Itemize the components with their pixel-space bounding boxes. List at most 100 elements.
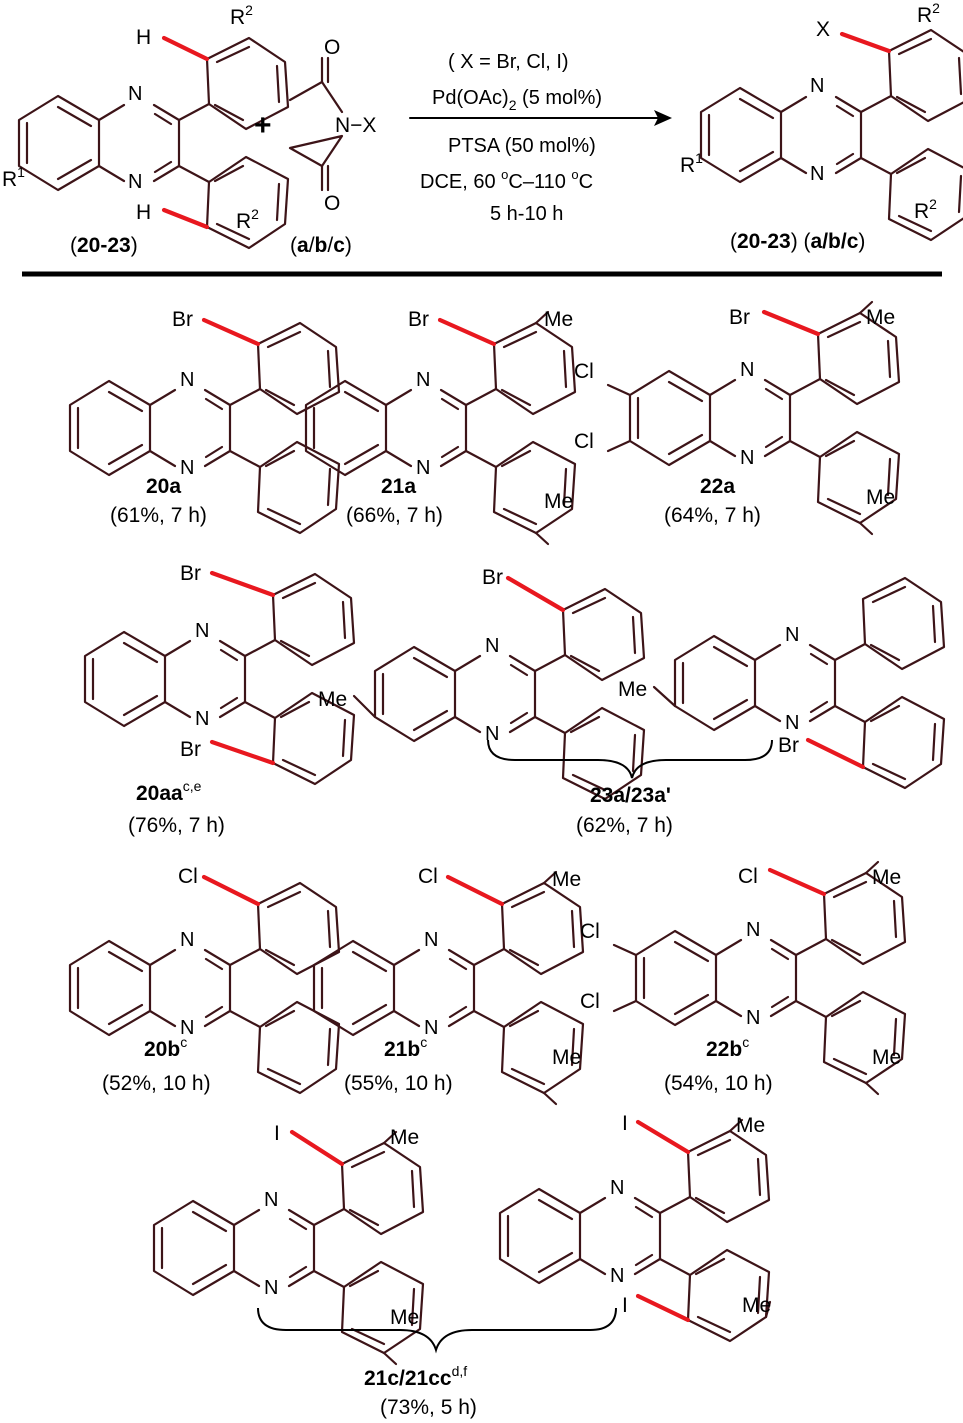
br-atom: Br (729, 306, 750, 329)
n-atom: N (180, 457, 194, 479)
n-atom: N (416, 369, 430, 391)
n-atom: N (195, 708, 209, 730)
n-atom: N (424, 1017, 438, 1039)
n-atom: N (180, 369, 194, 391)
product-label: (20-23) (a/b/c) (730, 230, 865, 253)
iodine-atom: I (622, 1112, 628, 1135)
reagent-label: (a/b/c) (290, 234, 352, 257)
o-atom: O (324, 36, 340, 59)
br-atom: Br (778, 734, 799, 757)
n-atom: N (746, 1007, 760, 1029)
methyl-group: Me (618, 678, 647, 701)
br-atom: Br (408, 308, 429, 331)
compound-23a-prime: Br Me N N (618, 576, 946, 790)
product-haloquinoxaline: X N N R2 R2 R1 (20-23) (a/b/c) (680, 0, 963, 253)
n-atom: N (785, 624, 799, 646)
yield-text: (76%, 7 h) (128, 814, 225, 837)
compound-label: 21a (381, 475, 416, 498)
n-atom: N (740, 359, 754, 381)
r2-label-top: R2 (230, 2, 253, 29)
cl-atom: Cl (738, 865, 758, 888)
h-atom-bottom: H (136, 201, 151, 224)
cl-atom: Cl (580, 920, 600, 943)
compound-label: 20aac,e (136, 778, 202, 805)
methyl-group: Me (544, 490, 573, 513)
n-atom: N (128, 171, 142, 193)
n-atom: N (195, 620, 209, 642)
br-atom: Br (482, 566, 503, 589)
compound-label: 21bc (384, 1034, 427, 1061)
reagent-n-halosuccinimide: O O N−X (a/b/c) (288, 36, 376, 257)
yield-text: (73%, 5 h) (380, 1396, 477, 1419)
condition-solvent-temp: DCE, 60 oC–110 oC (420, 167, 593, 193)
nx-group: N−X (335, 114, 376, 137)
compound-23a: Br Me N N (318, 566, 646, 801)
cl-atom: Cl (574, 430, 594, 453)
r2-label-top: R2 (917, 0, 940, 27)
n-atom: N (746, 919, 760, 941)
n-atom: N (180, 1017, 194, 1039)
compound-21c: I Me Me N N (152, 1122, 425, 1366)
yield-text: (61%, 7 h) (110, 504, 207, 527)
n-atom: N (610, 1265, 624, 1287)
br-atom: Br (180, 562, 201, 585)
methyl-group: Me (742, 1294, 771, 1317)
compound-label: 22a (700, 475, 735, 498)
compound-label: 22bc (706, 1034, 749, 1061)
n-atom: N (180, 929, 194, 951)
methyl-group: Me (390, 1306, 419, 1329)
yield-text: (55%, 10 h) (344, 1072, 453, 1095)
compound-20a: Br N N 20a (61%, 7 h) (68, 308, 341, 535)
iodine-atom: I (622, 1294, 628, 1317)
methyl-group: Me (552, 868, 581, 891)
r1-label: R1 (2, 164, 25, 191)
yield-text: (52%, 10 h) (102, 1072, 211, 1095)
condition-catalyst: Pd(OAc)2 (5 mol%) (432, 87, 602, 113)
br-atom: Br (172, 308, 193, 331)
methyl-group: Me (390, 1126, 419, 1149)
compound-label: 23a/23a' (590, 784, 671, 807)
methyl-group: Me (544, 308, 573, 331)
compound-21b: Cl Me Me N N 21bc (55%, 10 h) (312, 865, 585, 1106)
methyl-group: Me (866, 306, 895, 329)
compound-label: 20bc (144, 1034, 187, 1061)
compound-21cc: I I Me Me N N (498, 1112, 771, 1343)
n-atom: N (485, 635, 499, 657)
cl-atom: Cl (574, 360, 594, 383)
reaction-conditions: ( X = Br, Cl, I) Pd(OAc)2 (5 mol%) PTSA … (409, 51, 672, 225)
n-atom: N (264, 1189, 278, 1211)
reactant-label: (20-23) (70, 234, 138, 257)
o-atom: O (324, 192, 340, 215)
r1-label: R1 (680, 150, 703, 177)
yield-text: (64%, 7 h) (664, 504, 761, 527)
n-atom: N (810, 163, 824, 185)
yield-text: (62%, 7 h) (576, 814, 673, 837)
n-atom: N (264, 1277, 278, 1299)
condition-x: ( X = Br, Cl, I) (448, 51, 569, 73)
plus-sign: + (254, 109, 272, 142)
compound-22b: Cl Me Me Cl Cl N N 22bc (54%, 10 h) (580, 860, 907, 1096)
n-atom: N (424, 929, 438, 951)
n-atom: N (810, 75, 824, 97)
methyl-group: Me (552, 1046, 581, 1069)
br-atom: Br (180, 738, 201, 761)
compound-22a: Br Me Me Cl Cl N N 22a (64%, 7 h) (574, 300, 901, 536)
yield-text: (54%, 10 h) (664, 1072, 773, 1095)
reactant-diarylquinoxaline: H H N N R2 R2 R1 (20-23) (2, 2, 290, 257)
compound-label: 21c/21ccd,f (364, 1363, 467, 1390)
n-atom: N (785, 712, 799, 734)
h-atom-top: H (136, 26, 151, 49)
compound-20aa: Br Br N N 20aac,e (76%, 7 h) (83, 562, 356, 837)
compound-20b: Cl N N 20bc (52%, 10 h) (68, 865, 341, 1095)
n-atom: N (128, 83, 142, 105)
n-atom: N (740, 447, 754, 469)
iodine-atom: I (274, 1122, 280, 1145)
cl-atom: Cl (418, 865, 438, 888)
grouping-brace (257, 1307, 617, 1354)
cl-atom: Cl (178, 865, 198, 888)
compound-label: 20a (146, 475, 181, 498)
x-atom: X (816, 18, 830, 41)
methyl-group: Me (866, 486, 895, 509)
yield-text: (66%, 7 h) (346, 504, 443, 527)
n-atom: N (610, 1177, 624, 1199)
